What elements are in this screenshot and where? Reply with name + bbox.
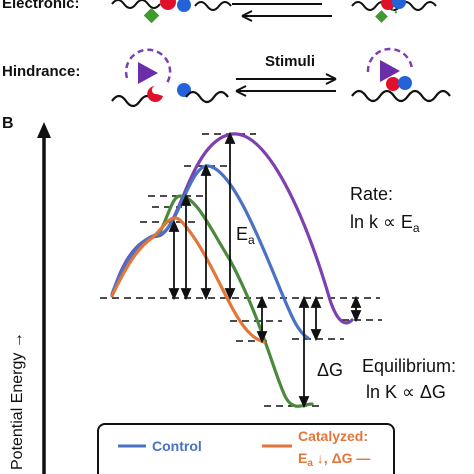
barrier-arrows bbox=[168, 131, 236, 301]
legend: Control Catalyzed: Ea ↓, ΔG — bbox=[97, 423, 395, 474]
electronic-right-diamond-icon bbox=[375, 10, 388, 23]
equilibrium-arrows bbox=[256, 295, 362, 409]
electronic-row: Electronic: bbox=[2, 0, 437, 24]
hindrance-label: Hindrance: bbox=[2, 63, 80, 80]
electronic-label: Electronic: bbox=[2, 0, 80, 12]
electronic-left-chain-right bbox=[194, 1, 232, 11]
legend-control-label: Control bbox=[152, 438, 202, 454]
hindrance-right-red-piece bbox=[386, 77, 400, 91]
hindrance-left-dashed-ring bbox=[124, 48, 172, 84]
electronic-left-blue-ball bbox=[177, 0, 191, 12]
energy-curves bbox=[110, 132, 354, 408]
equilibrium-relation: ln K ∝ ΔG bbox=[366, 382, 446, 402]
hindrance-left-red-piece bbox=[147, 86, 163, 102]
hindrance-right-triangle-icon bbox=[380, 60, 400, 82]
stimuli-back-arrowhead bbox=[235, 85, 247, 97]
electronic-back-arrowhead bbox=[241, 10, 253, 22]
legend-box bbox=[97, 423, 395, 474]
potential-energy-axis-arrowhead bbox=[37, 122, 51, 138]
hindrance-right-dashed-ring bbox=[366, 47, 414, 73]
electronic-right-red-piece bbox=[381, 0, 395, 10]
legend-catalyzed-detail: Ea ↓, ΔG — bbox=[298, 450, 370, 469]
delta-g-label: ΔG bbox=[317, 360, 343, 380]
electronic-right-chain bbox=[351, 1, 437, 11]
hindrance-right-blue-ball bbox=[398, 76, 412, 90]
hindrance-left-triangle-icon bbox=[138, 62, 158, 84]
electronic-right-dotted-link bbox=[391, 8, 399, 15]
hindrance-row: Hindrance: Stimuli bbox=[2, 47, 451, 108]
rate-relation: ln k ∝ Ea bbox=[350, 212, 420, 235]
green-curve bbox=[156, 194, 314, 408]
hindrance-left-chain bbox=[111, 94, 155, 108]
electronic-left-red-piece bbox=[160, 0, 176, 10]
stimuli-forward-arrowhead bbox=[325, 73, 337, 85]
hindrance-left-chain-right bbox=[185, 90, 229, 104]
rate-title: Rate: bbox=[350, 184, 393, 204]
equilibrium-title: Equilibrium: bbox=[362, 356, 456, 376]
catalyzed-curve bbox=[110, 216, 266, 344]
panel-b-letter: B bbox=[2, 115, 14, 132]
electronic-left-diamond-icon bbox=[143, 7, 160, 24]
electronic-left-chain bbox=[111, 0, 161, 9]
hindrance-right-chain bbox=[351, 89, 451, 103]
legend-catalyzed-label: Catalyzed: bbox=[298, 428, 368, 444]
electronic-right-blue-ball bbox=[392, 0, 406, 9]
y-axis-label: Potential Energy → bbox=[9, 332, 26, 470]
ea-label: Ea bbox=[236, 224, 255, 247]
stimuli-label: Stimuli bbox=[265, 53, 315, 70]
control-curve bbox=[110, 164, 310, 340]
